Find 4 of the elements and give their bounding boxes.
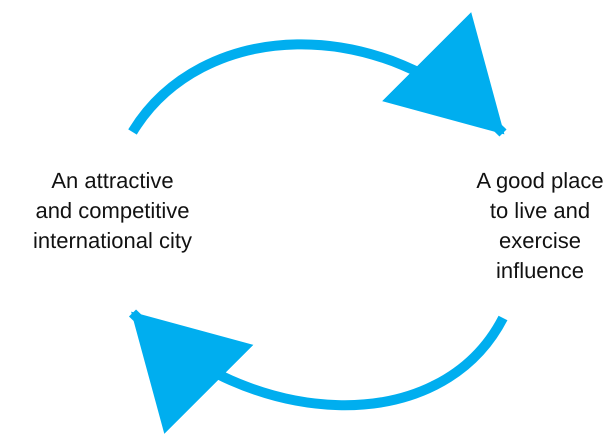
curved-arrow [128, 14, 506, 137]
cycle-label: A good place to live and exercise influence [475, 167, 605, 285]
curved-arrow [129, 309, 508, 432]
cycle-label: An attractive and competitive international city [32, 167, 193, 255]
